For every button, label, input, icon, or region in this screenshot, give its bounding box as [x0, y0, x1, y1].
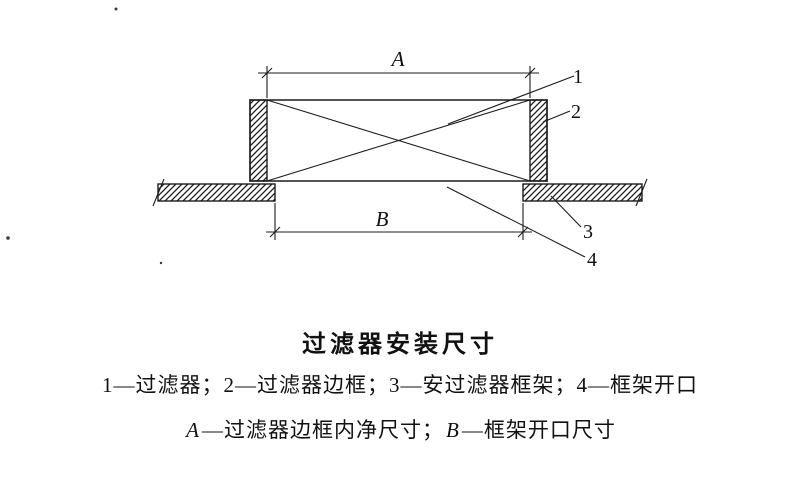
filter-edge-frame-left — [249, 99, 268, 182]
dimension-a: A — [258, 47, 539, 98]
dimension-tick — [261, 67, 273, 79]
dimension-tick — [517, 226, 529, 238]
mounting-frame-left — [157, 183, 276, 202]
callout-4: 4 — [587, 249, 597, 271]
legend-a-symbol: A — [186, 418, 200, 442]
legend-b-symbol: B — [446, 418, 460, 442]
scan-artifact-dot — [6, 236, 10, 240]
filter-assembly — [249, 99, 548, 182]
filter-cross-brace-2 — [266, 99, 531, 182]
dimension-b: B — [266, 203, 532, 240]
break-mark-left — [152, 178, 165, 207]
legend-b-text: —框架开口尺寸 — [461, 418, 616, 442]
filter-installation-diagram: A B 1 2 3 4 — [6, 7, 648, 271]
dimension-tick — [524, 67, 536, 79]
scan-artifact-dot — [159, 261, 163, 265]
mounting-frame-right — [522, 183, 643, 202]
scan-artifact-dot — [114, 7, 118, 11]
leader-line-4 — [446, 186, 586, 258]
dimension-b-label: B — [376, 207, 389, 231]
callout-3: 3 — [583, 221, 593, 243]
legend-a-text: —过滤器边框内净尺寸； — [202, 418, 444, 442]
legend-line-2: A—过滤器边框内净尺寸；B—框架开口尺寸 — [0, 414, 800, 444]
callout-1: 1 — [573, 66, 583, 88]
leader-line-2 — [542, 110, 571, 123]
leader-lines — [446, 75, 586, 258]
callout-labels: 1 2 3 4 — [571, 66, 597, 271]
dimension-a-label: A — [390, 47, 405, 71]
filter-edge-frame-right — [529, 99, 548, 182]
leader-line-1 — [447, 75, 575, 125]
callout-2: 2 — [571, 101, 581, 123]
mounting-frame — [152, 178, 648, 207]
dimension-tick — [269, 226, 281, 238]
legend-line-1: 1—过滤器；2—过滤器边框；3—安过滤器框架；4—框架开口 — [102, 373, 698, 397]
leader-line-3 — [550, 195, 582, 228]
break-mark-right — [635, 178, 648, 207]
figure-caption: 过滤器安装尺寸 — [302, 332, 498, 358]
